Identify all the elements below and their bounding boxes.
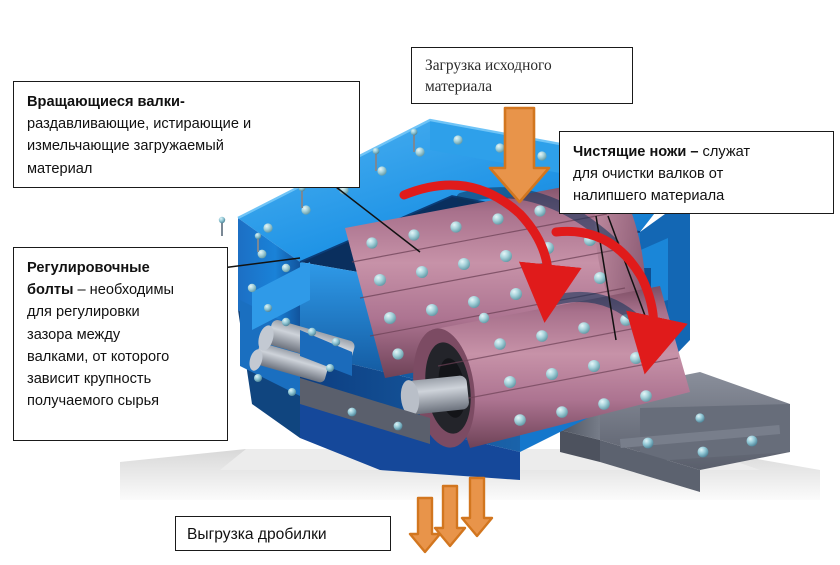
- callout-discharge-label: Выгрузка дробилки: [187, 526, 327, 543]
- callout-rotating-rollers: Вращающиеся валки- раздавливающие, истир…: [13, 81, 360, 188]
- callout-knives-line1: Чистящие ножи – служат: [573, 144, 751, 160]
- callout-rollers-line1: Вращающиеся валки-: [27, 94, 185, 110]
- discharge-arrow-2-icon: [433, 484, 467, 548]
- callout-bolts-line6: зависит крупность: [27, 370, 152, 387]
- rotation-arrow-left: [399, 180, 582, 323]
- callout-feed-material: Загрузка исходного материала: [411, 47, 633, 104]
- callout-cleaning-knives: Чистящие ножи – служат для очистки валко…: [559, 131, 834, 214]
- callout-bolts-line3: для регулировки: [27, 304, 140, 321]
- callout-bolts-line2: болты – необходимы: [27, 282, 174, 299]
- callout-feed-line2: материала: [425, 77, 493, 95]
- callout-rollers-line4: материал: [27, 160, 93, 177]
- callout-adjusting-bolts: Регулировочные болты – необходимы для ре…: [13, 247, 228, 441]
- callout-rollers-line3: измельчающие загружаемый: [27, 138, 224, 155]
- callout-bolts-line7: получаемого сырья: [27, 393, 160, 410]
- leader-bolts: [221, 257, 301, 269]
- callout-bolts-line4: зазора между: [27, 326, 121, 343]
- rotation-arrow-right: [551, 226, 688, 375]
- callout-feed-line1: Загрузка исходного: [425, 57, 552, 74]
- callout-bolts-line5: валками, от которого: [27, 348, 170, 365]
- adjusting-bolts: [254, 304, 341, 396]
- discharge-arrow-1-icon: [408, 496, 442, 554]
- callout-knives-line3: налипшего материала: [573, 188, 725, 205]
- adjusting-bolt-assembly: [249, 304, 430, 444]
- callout-rollers-line2: раздавливающие, истирающие и: [27, 116, 252, 133]
- callout-discharge: Выгрузка дробилки: [175, 516, 391, 551]
- discharge-arrow-3-icon: [460, 476, 494, 538]
- feed-arrow-icon: [488, 106, 551, 204]
- roller-shaft-front: [400, 375, 469, 416]
- callout-knives-line2: для очистки валков от: [573, 166, 724, 183]
- callout-bolts-line1: Регулировочные: [27, 260, 150, 276]
- frame-bolts: [642, 413, 758, 458]
- roller-lower: [400, 286, 690, 448]
